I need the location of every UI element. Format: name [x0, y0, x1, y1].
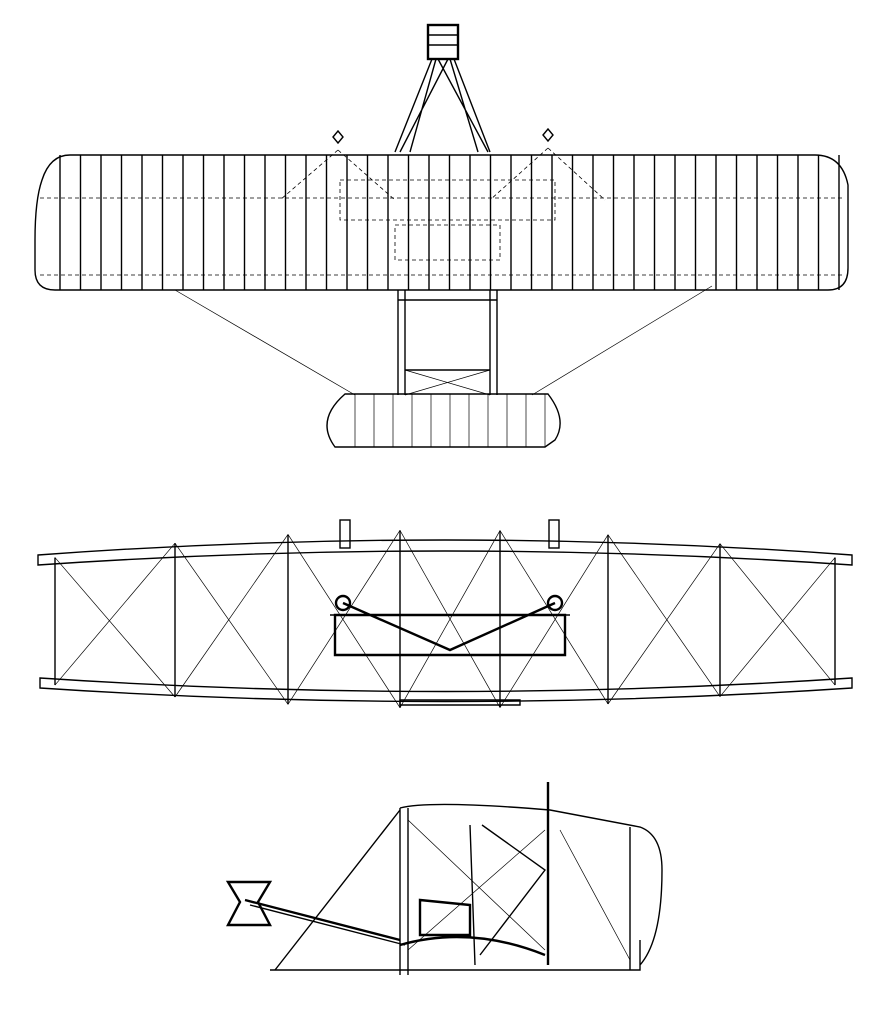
wing-struts: [54, 530, 836, 708]
main-wing-top: [34, 154, 849, 291]
elevator-booms: [397, 290, 498, 396]
front-elevator-top: [326, 393, 561, 448]
brace-wire: [54, 557, 176, 698]
brace-wire: [287, 534, 401, 708]
wing-ribs: [59, 155, 840, 290]
brace-wire: [499, 534, 609, 708]
dashed-controls: [279, 127, 606, 261]
propeller-drive: [330, 594, 570, 706]
brace-wire: [607, 543, 721, 705]
brace-wire: [174, 543, 289, 705]
lower-wing-front: [39, 677, 853, 703]
front-view: [37, 519, 853, 708]
elevator-ribs: [354, 394, 546, 447]
upper-wing-front: [37, 539, 853, 566]
brace-wire: [719, 557, 836, 697]
brace-wire: [54, 542, 176, 686]
top-view: [34, 23, 849, 448]
brace-wire: [174, 534, 289, 698]
brace-wire: [719, 543, 836, 686]
brace-wire: [287, 530, 401, 705]
rudder-top: [394, 23, 491, 153]
brace-wire: [399, 530, 501, 708]
side-view: [225, 782, 663, 975]
brace-wire: [607, 534, 721, 697]
brace-wire: [499, 530, 609, 705]
